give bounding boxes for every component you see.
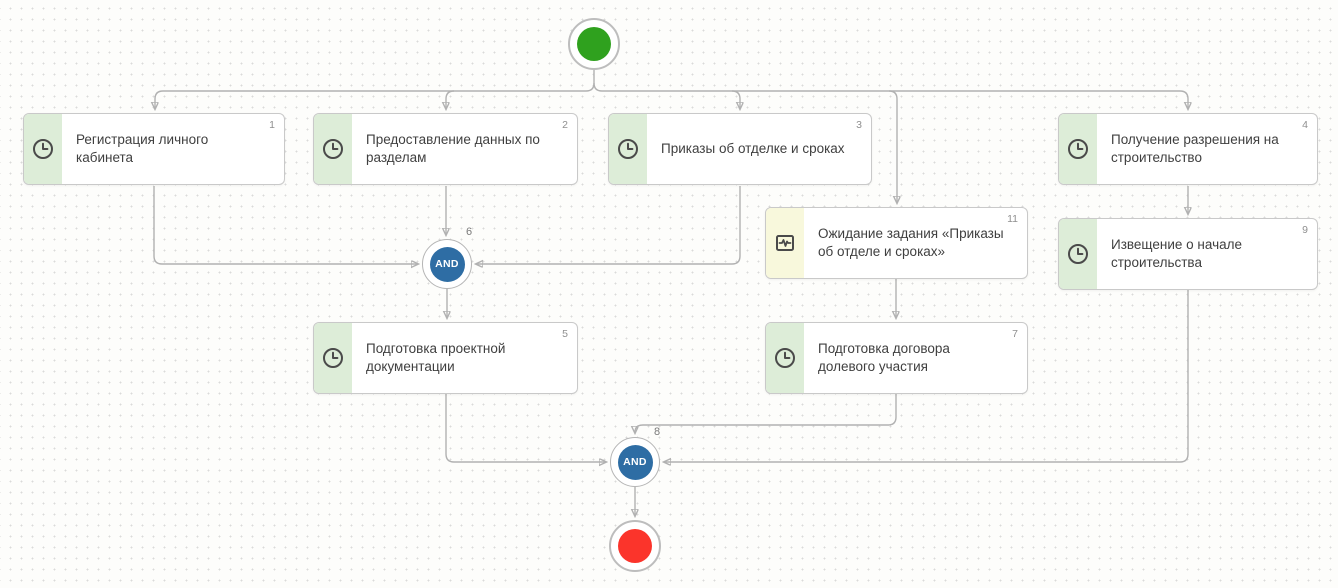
- task-type-strip: [766, 208, 804, 278]
- task-type-strip: [1059, 114, 1097, 184]
- clock-icon: [775, 348, 795, 368]
- task-type-strip: [314, 323, 352, 393]
- and-gateway-label: AND: [429, 246, 465, 282]
- clock-icon: [1068, 244, 1088, 264]
- task-number-badge: 7: [1012, 328, 1018, 340]
- connector-task3-and6: [477, 186, 741, 264]
- end-event-icon: [618, 529, 652, 563]
- connector-start-task2: [446, 90, 455, 108]
- clock-icon: [33, 139, 53, 159]
- task-node-11[interactable]: Ожидание задания «Приказы об отделе и ср…: [765, 207, 1028, 279]
- task-node-9[interactable]: Извещение о начале строительства 9: [1058, 218, 1318, 290]
- connector-task1-and6: [153, 186, 417, 264]
- task-number-badge: 5: [562, 328, 568, 340]
- task-node-4[interactable]: Получение разрешения на строительство 4: [1058, 113, 1318, 185]
- connector-start-task4: [593, 82, 1188, 108]
- and-gateway-label: AND: [617, 444, 653, 480]
- pulse-icon: [776, 235, 794, 251]
- task-label: Извещение о начале строительства: [1111, 237, 1242, 270]
- connector-task5-and8: [445, 394, 605, 462]
- task-number-badge: 3: [856, 119, 862, 131]
- gateway-number-badge: 8: [654, 426, 661, 438]
- task-type-strip: [766, 323, 804, 393]
- task-label: Получение разрешения на строительство: [1111, 132, 1279, 165]
- task-type-strip: [24, 114, 62, 184]
- task-type-strip: [1059, 219, 1097, 289]
- end-event-node[interactable]: [609, 520, 661, 572]
- connector-task9-and8: [665, 290, 1189, 462]
- and-gateway-8[interactable]: AND: [610, 437, 660, 487]
- clock-icon: [323, 139, 343, 159]
- task-number-badge: 4: [1302, 119, 1308, 131]
- task-node-7[interactable]: Подготовка договора долевого участия 7: [765, 322, 1028, 394]
- task-label: Ожидание задания «Приказы об отделе и ср…: [818, 226, 1004, 259]
- task-label: Регистрация личного кабинета: [76, 132, 209, 165]
- task-number-badge: 1: [269, 119, 275, 131]
- task-type-strip: [609, 114, 647, 184]
- connector-start-task11: [888, 90, 897, 202]
- task-number-badge: 11: [1007, 213, 1018, 225]
- task-node-3[interactable]: Приказы об отделке и сроках 3: [608, 113, 872, 185]
- task-node-2[interactable]: Предоставление данных по разделам 2: [313, 113, 578, 185]
- clock-icon: [1068, 139, 1088, 159]
- task-number-badge: 2: [562, 119, 568, 131]
- task-type-strip: [314, 114, 352, 184]
- gateway-number-badge: 6: [466, 226, 473, 238]
- task-node-1[interactable]: Регистрация личного кабинета 1: [23, 113, 285, 185]
- task-node-5[interactable]: Подготовка проектной документации 5: [313, 322, 578, 394]
- task-number-badge: 9: [1302, 224, 1308, 236]
- connector-task7-and8: [635, 394, 897, 432]
- task-label: Подготовка договора долевого участия: [818, 341, 950, 374]
- and-gateway-6[interactable]: AND: [422, 239, 472, 289]
- start-event-icon: [577, 27, 611, 61]
- clock-icon: [323, 348, 343, 368]
- start-event-node[interactable]: [568, 18, 620, 70]
- task-label: Приказы об отделке и сроках: [661, 141, 845, 157]
- task-label: Подготовка проектной документации: [366, 341, 506, 374]
- clock-icon: [618, 139, 638, 159]
- task-label: Предоставление данных по разделам: [366, 132, 540, 165]
- connector-start-task3: [731, 90, 740, 108]
- connector-start-task1: [155, 82, 595, 108]
